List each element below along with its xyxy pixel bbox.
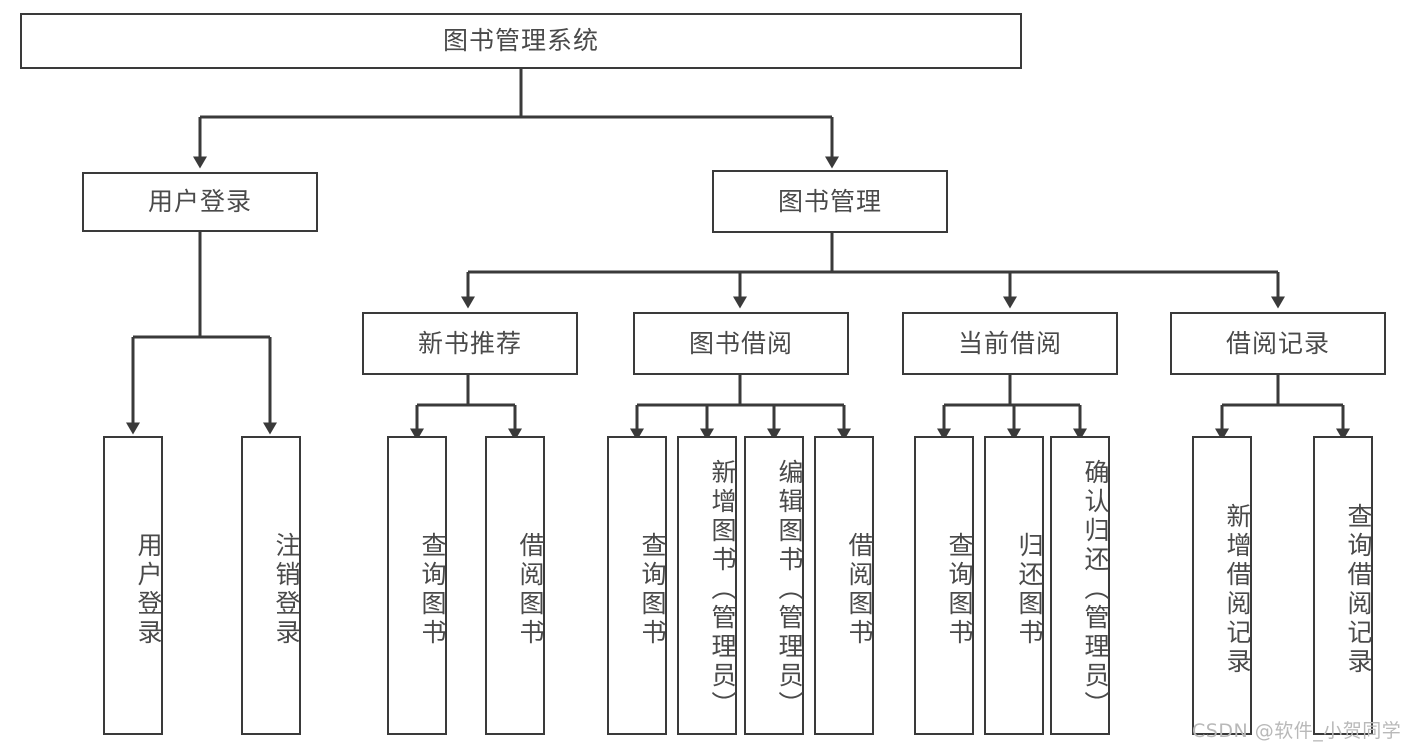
leaf-user-login-logout[interactable]: 注销登录 (241, 436, 301, 735)
leaf-label: 查询图书 (418, 531, 447, 648)
leaf-label: 查询借阅记录 (1344, 502, 1373, 677)
leaf-record-query-record[interactable]: 查询借阅记录 (1313, 436, 1373, 735)
leaf-borrow-query-book[interactable]: 查询图书 (607, 436, 667, 735)
node-new-book-recommend[interactable]: 新书推荐 (362, 312, 578, 375)
node-book-management-label: 图书管理 (777, 186, 882, 216)
leaf-recommend-borrow-book[interactable]: 借阅图书 (485, 436, 545, 735)
leaf-label: 编辑图书（管理员） (775, 459, 804, 720)
leaf-label: 借阅图书 (845, 531, 874, 648)
leaf-label: 注销登录 (272, 531, 301, 648)
leaf-label: 归还图书 (1015, 531, 1044, 648)
leaf-label: 新增借阅记录 (1223, 502, 1252, 677)
leaf-current-return-book[interactable]: 归还图书 (984, 436, 1044, 735)
leaf-label: 确认归还（管理员） (1081, 459, 1110, 720)
leaf-current-query-book[interactable]: 查询图书 (914, 436, 974, 735)
leaf-label: 查询图书 (945, 531, 974, 648)
leaf-label: 新增图书（管理员） (708, 459, 737, 720)
node-book-management[interactable]: 图书管理 (712, 170, 948, 233)
node-new-book-recommend-label: 新书推荐 (417, 328, 522, 358)
leaf-current-confirm-return[interactable]: 确认归还（管理员） (1050, 436, 1110, 735)
node-user-login-label: 用户登录 (147, 187, 252, 217)
node-root-label: 图书管理系统 (442, 26, 599, 56)
leaf-label: 借阅图书 (516, 531, 545, 648)
leaf-borrow-borrow-book[interactable]: 借阅图书 (814, 436, 874, 735)
leaf-borrow-add-book[interactable]: 新增图书（管理员） (677, 436, 737, 735)
node-user-login[interactable]: 用户登录 (82, 172, 318, 232)
leaf-label: 查询图书 (638, 531, 667, 648)
leaf-recommend-query-book[interactable]: 查询图书 (387, 436, 447, 735)
leaf-borrow-edit-book[interactable]: 编辑图书（管理员） (744, 436, 804, 735)
leaf-label: 用户登录 (134, 531, 163, 648)
node-book-borrow-label: 图书借阅 (688, 328, 793, 358)
node-current-borrow[interactable]: 当前借阅 (902, 312, 1118, 375)
leaf-user-login-login[interactable]: 用户登录 (103, 436, 163, 735)
node-borrow-record-label: 借阅记录 (1225, 328, 1330, 358)
node-book-borrow[interactable]: 图书借阅 (633, 312, 849, 375)
node-current-borrow-label: 当前借阅 (957, 328, 1062, 358)
leaf-record-add-record[interactable]: 新增借阅记录 (1192, 436, 1252, 735)
node-borrow-record[interactable]: 借阅记录 (1170, 312, 1386, 375)
node-root[interactable]: 图书管理系统 (20, 13, 1022, 69)
